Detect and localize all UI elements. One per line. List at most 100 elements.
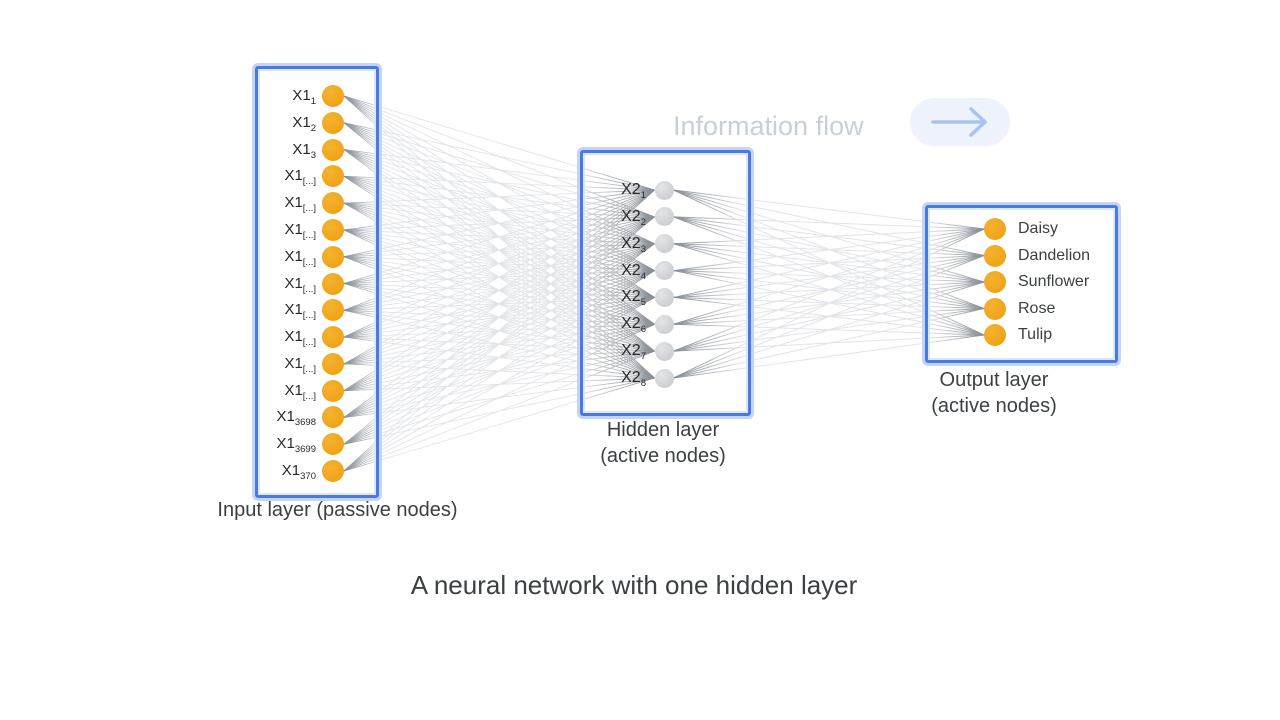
connection-line xyxy=(673,228,985,245)
input-node-label-subscript: [...] xyxy=(302,337,316,349)
input-node-label: X1[...] xyxy=(230,247,316,273)
connection-line xyxy=(673,228,985,325)
hidden-node-label-base: X2 xyxy=(621,369,641,386)
input-node-label: X12 xyxy=(230,113,316,139)
input-node-label-subscript: 3 xyxy=(310,149,316,161)
input-layer-caption: Input layer (passive nodes) xyxy=(217,499,458,521)
input-node-label-subscript: 2 xyxy=(310,122,316,134)
input-node-label-base: X1 xyxy=(284,354,303,372)
hidden-node-label-base: X2 xyxy=(621,181,641,198)
input-node xyxy=(322,218,344,241)
hidden-node-label: X21 xyxy=(558,180,646,206)
input-node xyxy=(322,245,344,268)
information-flow-pill xyxy=(910,98,1010,146)
input-node xyxy=(322,299,344,322)
connection-line xyxy=(673,255,985,379)
input-node-label-subscript: 1 xyxy=(310,96,316,107)
output-node-label: Dandelion xyxy=(1018,246,1091,264)
input-node-label: X1[...] xyxy=(230,300,316,326)
connection-line xyxy=(673,228,985,352)
input-node-label: X1[...] xyxy=(230,274,316,300)
output-node-label: Daisy xyxy=(1018,220,1059,237)
input-node-label-base: X1 xyxy=(276,408,295,426)
input-node-label-base: X1 xyxy=(284,194,303,212)
input-node xyxy=(322,433,344,456)
connection-line xyxy=(673,334,985,379)
input-node-label: X1[...] xyxy=(230,166,316,192)
connection-line xyxy=(673,189,985,230)
input-node-label-subscript: [...] xyxy=(302,283,316,295)
output-node xyxy=(984,218,1006,240)
connection-line xyxy=(343,189,655,418)
input-node-label-subscript: [...] xyxy=(302,176,316,188)
input-node-label-subscript: [...] xyxy=(302,310,316,322)
output-node xyxy=(984,271,1006,293)
input-node xyxy=(322,379,344,402)
input-node-label-base: X1 xyxy=(276,435,295,453)
hidden-node-label-base: X2 xyxy=(621,342,641,360)
input-node xyxy=(322,192,344,215)
hidden-node-label-subscript: 5 xyxy=(640,297,646,309)
connection-line xyxy=(343,216,655,472)
input-node-label-subscript: 3699 xyxy=(294,444,316,456)
hidden-node-label-subscript: 8 xyxy=(640,378,646,389)
connection-line xyxy=(343,189,655,338)
hidden-node-label-base: X2 xyxy=(621,207,641,225)
connection-line xyxy=(343,189,655,204)
input-node-label-subscript: 3698 xyxy=(294,417,316,429)
hidden-node-label: X28 xyxy=(558,368,646,394)
hidden-layer-caption: Hidden layer (active nodes) xyxy=(563,417,763,469)
input-node-label-base: X1 xyxy=(292,113,311,131)
connection-line xyxy=(343,350,655,472)
input-node-label: X1[...] xyxy=(230,327,316,353)
connection-line xyxy=(343,122,655,191)
input-node xyxy=(322,326,344,349)
connection-line xyxy=(343,175,655,191)
arrow-right-icon xyxy=(931,107,987,137)
connection-line xyxy=(343,189,655,392)
connection-line xyxy=(343,189,655,445)
hidden-node-label-subscript: 7 xyxy=(640,351,646,363)
input-node-label-base: X1 xyxy=(292,87,311,104)
input-node-label: X11 xyxy=(230,86,316,112)
connection-line xyxy=(343,95,655,191)
information-flow-label: Information flow xyxy=(673,111,864,141)
input-node-label: X1[...] xyxy=(230,193,316,219)
diagram-title: A neural network with one hidden layer xyxy=(410,570,858,600)
hidden-node xyxy=(654,261,674,281)
hidden-node xyxy=(654,368,674,388)
hidden-node-label: X26 xyxy=(558,314,646,340)
connection-line xyxy=(343,243,655,472)
connection-line xyxy=(343,189,655,258)
hidden-node-label-base: X2 xyxy=(621,234,641,252)
connection-line xyxy=(673,228,985,298)
input-node xyxy=(322,352,344,375)
hidden-node-label-subscript: 2 xyxy=(640,216,646,228)
connection-line xyxy=(343,149,655,191)
hidden-node xyxy=(654,234,674,254)
hidden-node xyxy=(654,287,674,307)
output-node-label: Sunflower xyxy=(1018,273,1090,290)
connection-line xyxy=(343,189,655,231)
input-node-label: X1370 xyxy=(230,461,316,487)
connection-line xyxy=(673,216,985,230)
connection-line xyxy=(343,189,655,365)
input-node-label-subscript: 370 xyxy=(300,471,316,482)
hidden-layer-caption-line1: Hidden layer xyxy=(606,419,720,441)
output-node-label: Tulip xyxy=(1018,326,1053,343)
hidden-node-label: X24 xyxy=(558,261,646,287)
input-node xyxy=(322,272,344,295)
input-node-label: X1[...] xyxy=(230,220,316,246)
input-node-label-base: X1 xyxy=(284,220,303,238)
input-node-label-subscript: [...] xyxy=(302,256,316,268)
output-node xyxy=(984,324,1006,346)
hidden-node xyxy=(654,341,674,361)
input-node xyxy=(322,111,344,134)
input-node xyxy=(322,460,344,482)
output-layer-caption: Output layer (active nodes) xyxy=(894,367,1094,419)
hidden-layer-caption-line2: (active nodes) xyxy=(600,445,726,467)
hidden-node-label: X25 xyxy=(558,287,646,313)
connection-line xyxy=(673,228,985,272)
